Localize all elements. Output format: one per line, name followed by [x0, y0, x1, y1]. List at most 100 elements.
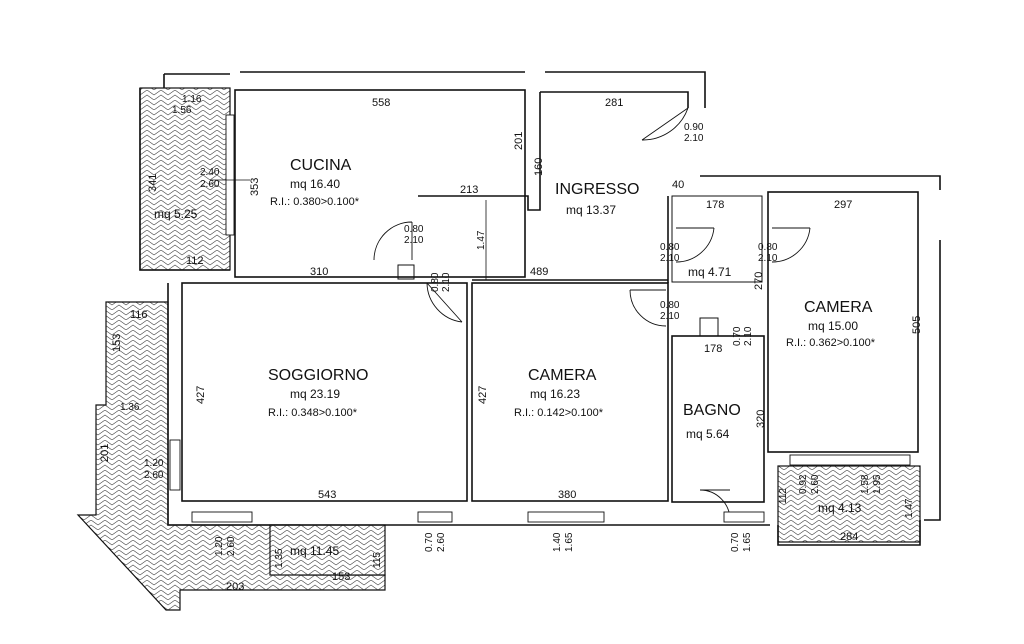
balcony-area-bottom: mq 11.45 [290, 544, 339, 558]
dim-label: 2.60 [810, 474, 821, 494]
dim-label: 2.10 [660, 311, 680, 322]
dim-label: 1.58 [860, 474, 871, 494]
dim-label: 178 [706, 199, 724, 211]
dim-label: 40 [672, 179, 684, 191]
room-name: CAMERA [528, 367, 597, 384]
room-name: BAGNO [683, 402, 741, 419]
dim-label: 310 [310, 266, 328, 278]
room-name: SOGGIORNO [268, 367, 368, 384]
dim-label: 1.16 [182, 94, 202, 105]
dim-label: 320 [755, 410, 767, 428]
dim-label: 153 [111, 334, 123, 352]
room-area: mq 13.37 [566, 203, 616, 217]
dim-label: 2.10 [441, 272, 452, 292]
room-area: mq 16.23 [530, 387, 580, 401]
room-soggiorno: SOGGIORNO mq 23.19 R.I.: 0.348>0.100* [268, 367, 368, 419]
dim-label: 1.65 [742, 532, 753, 552]
dim-label: 116 [130, 309, 148, 321]
dim-label: 0.70 [730, 532, 741, 552]
dim-label: 213 [460, 184, 478, 196]
dim-label: 284 [840, 531, 858, 543]
dim-label: 0.80 [758, 242, 778, 253]
dim-label: 201 [513, 132, 525, 150]
dim-label: 2.60 [200, 179, 220, 190]
dim-label: 297 [834, 199, 852, 211]
dim-label: 0.80 [660, 300, 680, 311]
dim-label: 427 [195, 386, 207, 404]
dim-label: 2.40 [200, 167, 220, 178]
dim-label: 1.36 [120, 402, 140, 413]
dim-label: 2.10 [404, 235, 424, 246]
doors [373, 107, 811, 521]
room-camera-right: CAMERA mq 15.00 R.I.: 0.362>0.100* [786, 299, 876, 349]
dim-label: 201 [99, 444, 111, 462]
dim-label: 115 [372, 552, 383, 568]
dim-label: 1.47 [904, 498, 915, 518]
dim-label: 2.60 [226, 536, 237, 556]
room-cucina: CUCINA mq 16.40 R.I.: 0.380>0.100* [270, 157, 360, 208]
dim-label: 1.35 [274, 548, 285, 568]
dimension-labels: 558 281 201 160 213 40 178 297 353 341 1… [99, 94, 923, 593]
dim-label: 1.40 [552, 532, 563, 552]
room-ingresso: INGRESSO mq 13.37 [555, 181, 639, 217]
dim-label: 0.80 [404, 224, 424, 235]
dim-label: 2.10 [743, 326, 754, 346]
dim-label: 0.70 [732, 326, 743, 346]
balcony-area-left: mq 5.25 [154, 207, 198, 221]
room-area: mq 5.64 [686, 427, 730, 441]
dim-label: 489 [530, 266, 548, 278]
dim-label: 558 [372, 97, 390, 109]
dim-label: 2.10 [684, 133, 704, 144]
room-ri: R.I.: 0.362>0.100* [786, 337, 876, 349]
room-name: CAMERA [804, 299, 873, 316]
dim-label: 270 [753, 272, 765, 290]
dim-label: 1.47 [476, 230, 487, 250]
room-name: CUCINA [290, 157, 352, 174]
dim-label: 112 [186, 255, 204, 267]
dim-label: 380 [558, 489, 576, 501]
room-area: mq 15.00 [808, 319, 858, 333]
dim-label: 0.80 [660, 242, 680, 253]
balcony-area-right: mq 4.13 [818, 501, 862, 515]
room-bagno: BAGNO mq 5.64 [683, 402, 741, 441]
dim-label: 353 [249, 178, 261, 196]
dim-label: 203 [226, 581, 244, 593]
room-ri: R.I.: 0.348>0.100* [268, 407, 358, 419]
balcony-right [777, 465, 921, 543]
dim-label: 0.70 [424, 532, 435, 552]
windows [169, 114, 911, 523]
room-disimpegno: mq 4.71 [688, 265, 732, 279]
dim-label: 427 [477, 386, 489, 404]
room-area: mq 4.71 [688, 265, 732, 279]
room-ri: R.I.: 0.380>0.100* [270, 196, 360, 208]
dimension-lines [210, 179, 487, 572]
dim-label: 0.92 [798, 474, 809, 494]
dim-label: 160 [533, 158, 545, 176]
dim-label: 2.60 [436, 532, 447, 552]
dim-label: 2.60 [144, 470, 164, 481]
dim-label: 112 [778, 488, 789, 504]
dim-label: 153 [332, 571, 350, 583]
dim-label: 178 [704, 343, 722, 355]
dim-label: 1.56 [172, 105, 192, 116]
dim-label: 2.10 [758, 253, 778, 264]
dim-label: 505 [911, 316, 923, 334]
room-camera-center: CAMERA mq 16.23 R.I.: 0.142>0.100* [514, 367, 604, 419]
dim-label: 1.95 [872, 474, 883, 494]
interior-walls [181, 89, 919, 503]
dim-label: 2.10 [660, 253, 680, 264]
dim-label: 543 [318, 489, 336, 501]
dim-label: 1.20 [214, 536, 225, 556]
dim-label: 0.90 [684, 122, 704, 133]
room-name: INGRESSO [555, 181, 639, 198]
dim-label: 0.80 [430, 272, 441, 292]
balcony-left-top [139, 87, 231, 271]
dim-label: 1.65 [564, 532, 575, 552]
dim-label: 281 [605, 97, 623, 109]
room-ri: R.I.: 0.142>0.100* [514, 407, 604, 419]
balcony-labels: mq 5.25 mq 11.45 mq 4.13 [154, 207, 862, 558]
room-area: mq 16.40 [290, 177, 340, 191]
exterior-walls [139, 71, 941, 546]
dim-label: 341 [147, 174, 159, 192]
